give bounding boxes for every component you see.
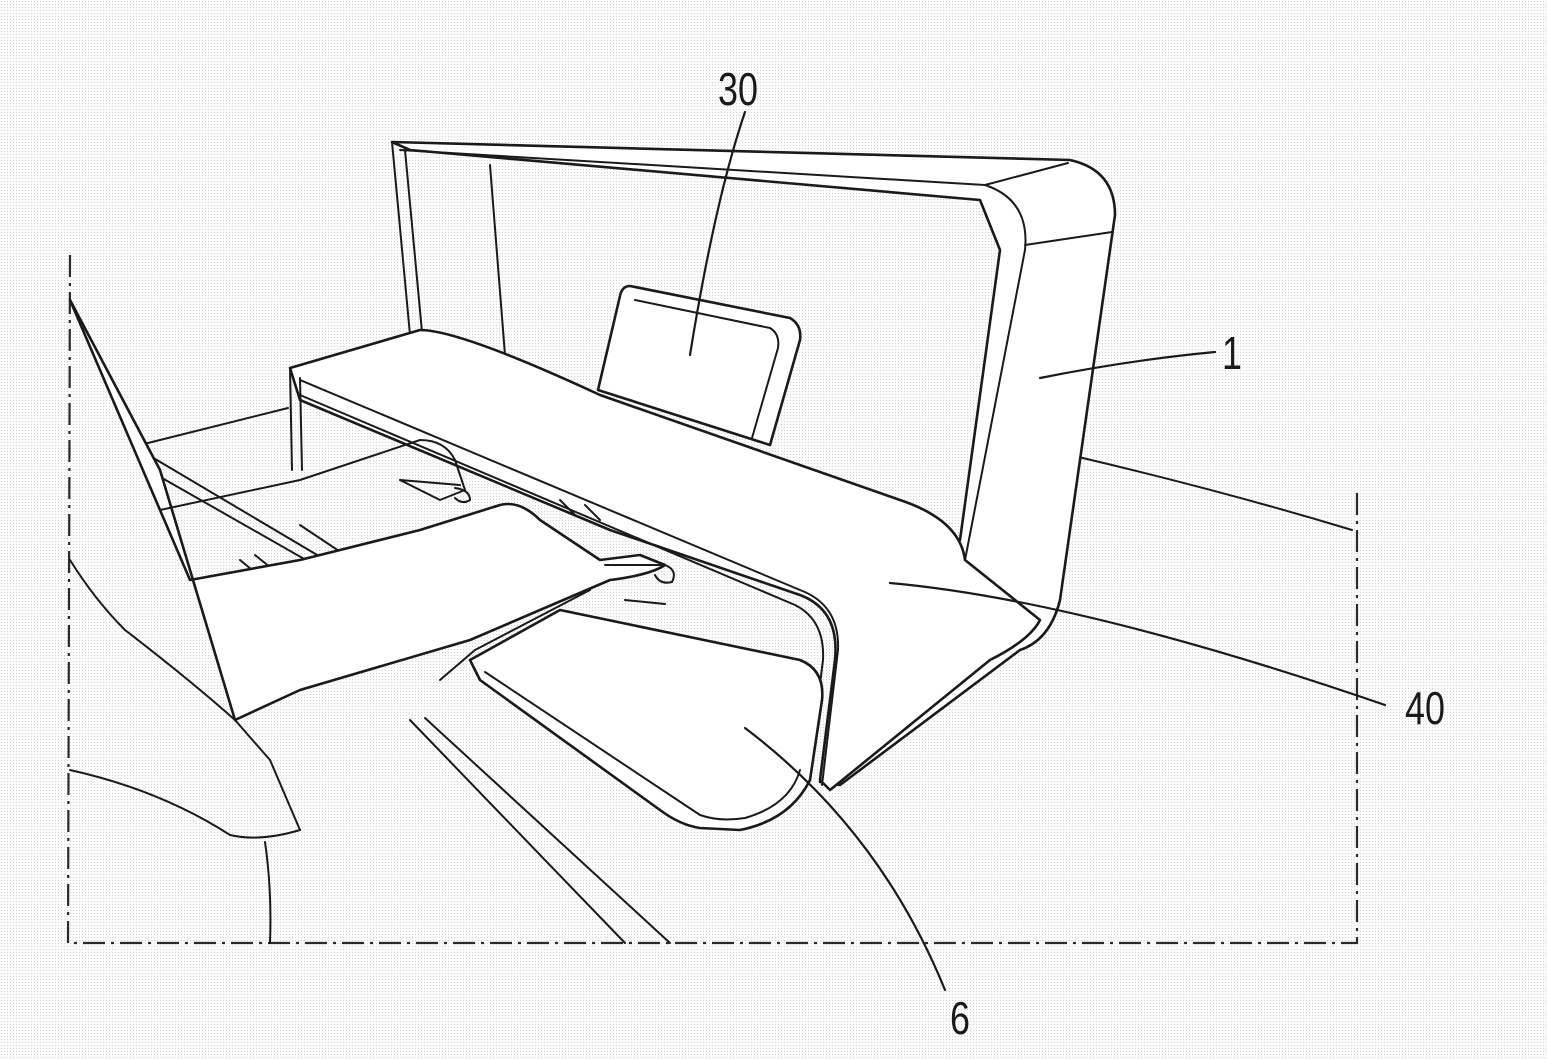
ref-numeral-30: 30 — [718, 66, 758, 112]
ref-numeral-1: 1 — [1222, 330, 1242, 376]
leader-1 — [1040, 352, 1215, 378]
ref-numeral-40: 40 — [1405, 685, 1445, 731]
ref-numeral-6: 6 — [950, 995, 970, 1041]
leader-6 — [745, 728, 945, 990]
leader-30 — [690, 112, 745, 355]
leader-40 — [890, 583, 1385, 705]
